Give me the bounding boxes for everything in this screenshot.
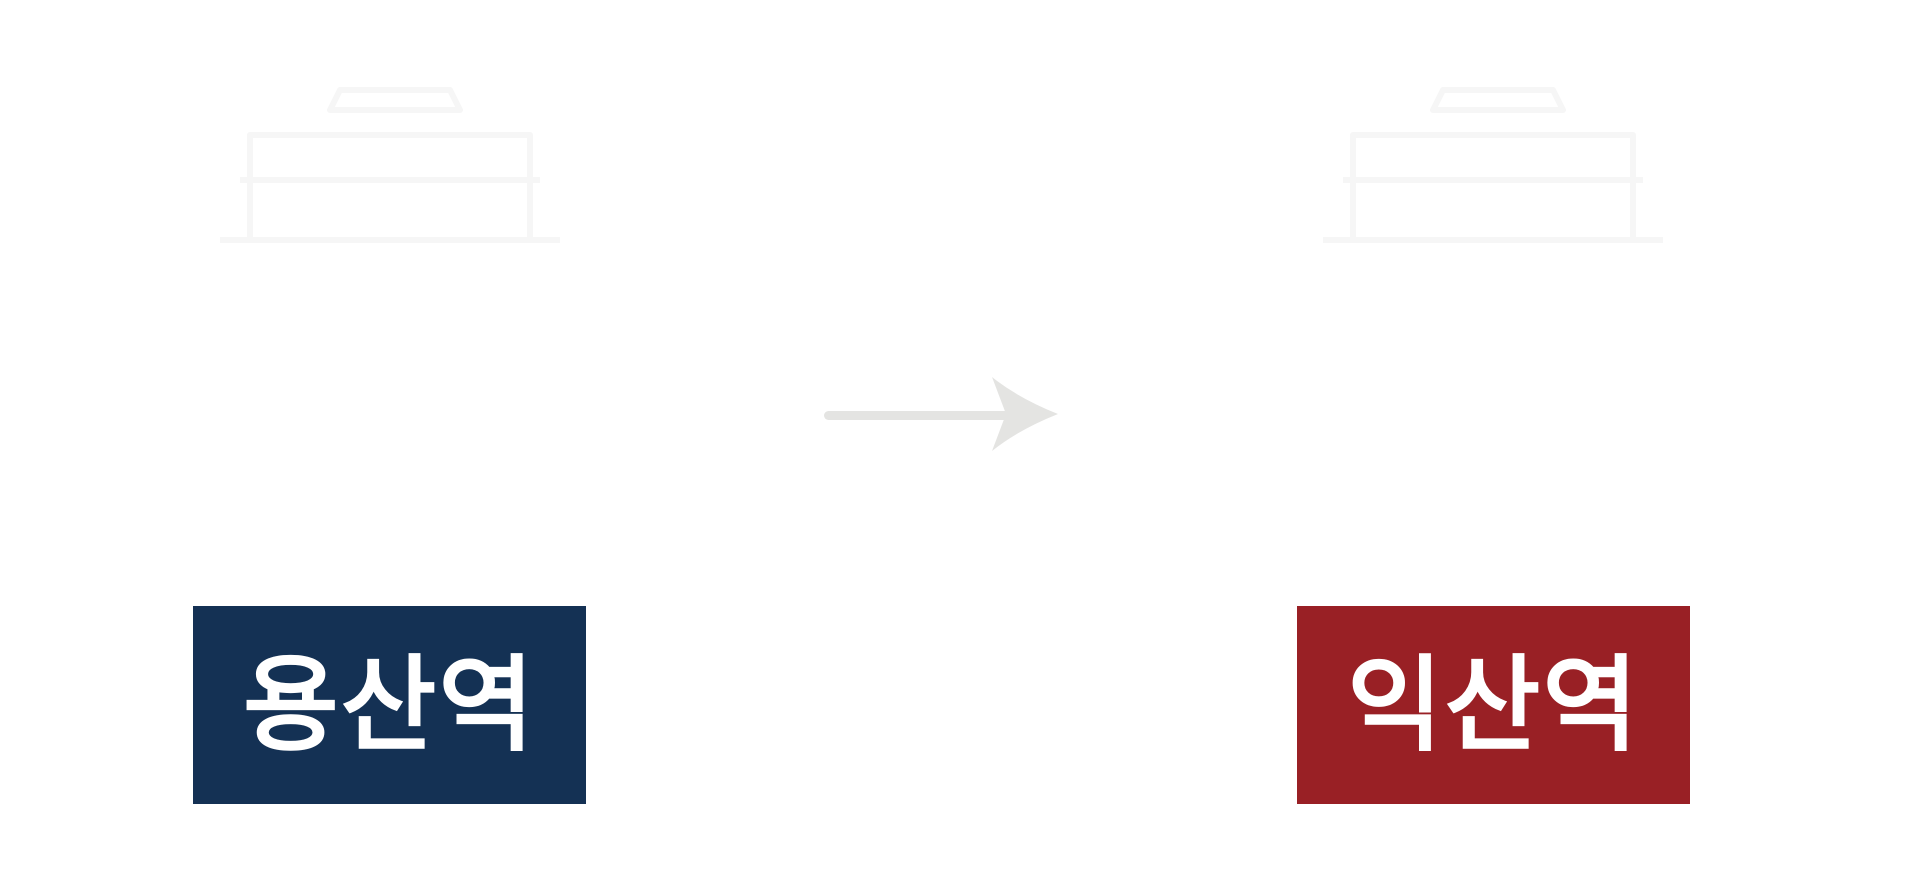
destination-station-building-icon (1323, 87, 1663, 243)
destination-station-name: 익산역 (1346, 644, 1641, 766)
origin-station-building-icon (220, 87, 560, 243)
arrow-right-icon (824, 377, 1058, 451)
origin-station-label: 용산역 (193, 606, 586, 804)
destination-station-label: 익산역 (1297, 606, 1690, 804)
origin-station-name: 용산역 (242, 644, 537, 766)
